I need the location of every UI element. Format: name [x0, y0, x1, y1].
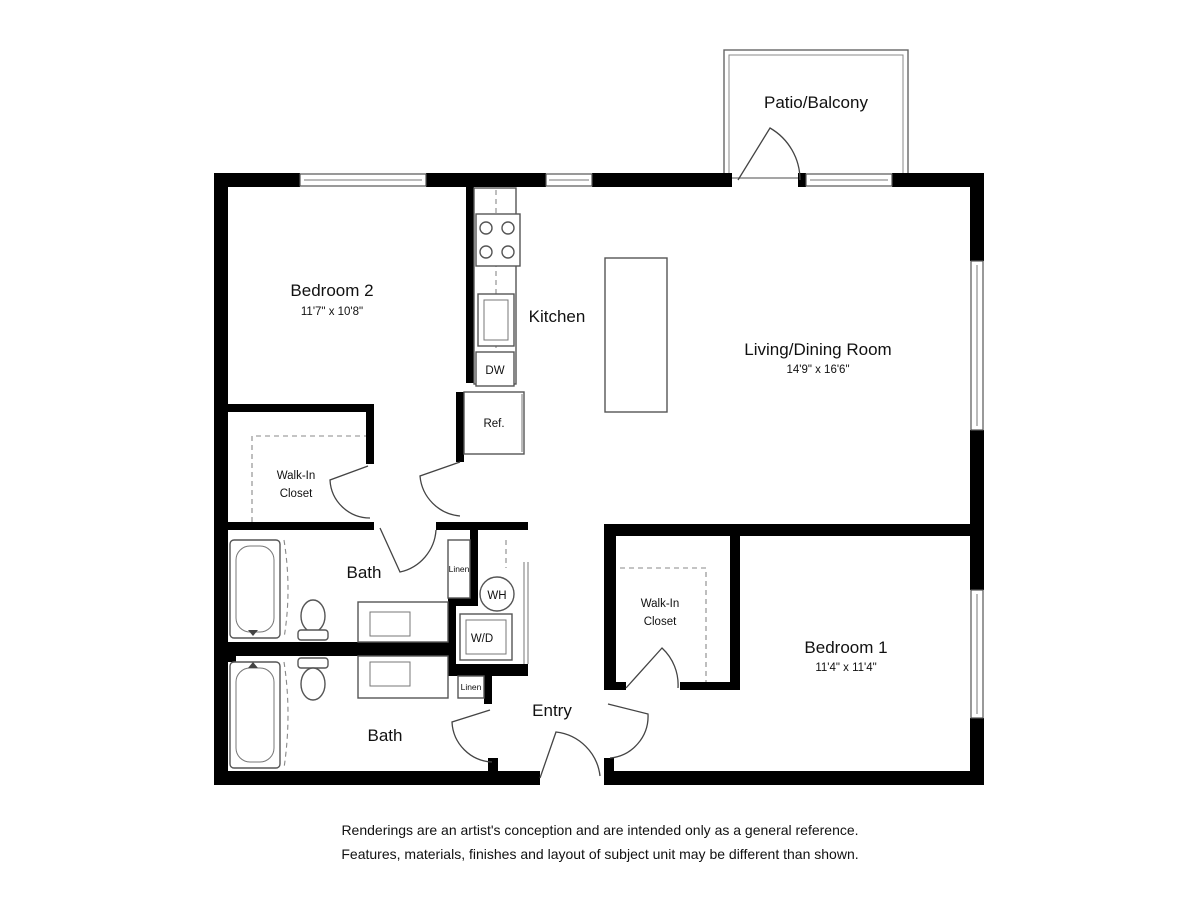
- disclaimer-line2: Features, materials, finishes and layout…: [341, 846, 859, 862]
- linen-lower-label: Linen: [461, 682, 482, 692]
- disclaimer: Renderings are an artist's conception an…: [0, 818, 1200, 866]
- vanity-lower-icon: [357, 655, 449, 699]
- bedroom2-label: Bedroom 2: [290, 281, 373, 300]
- exterior-walls: [214, 173, 984, 785]
- entry-label: Entry: [532, 701, 572, 720]
- linen-lower: [457, 675, 485, 699]
- toilet-upper-icon: [297, 599, 329, 641]
- closet2-label-line2: Closet: [280, 488, 313, 500]
- kitchen-counters: DW Ref. Kitchen: [463, 187, 668, 455]
- closet2-label-line1: Walk-In: [277, 470, 316, 482]
- room-labels: Bedroom 2 11'7" x 10'8" Living/Dining Ro…: [277, 281, 892, 745]
- kitchen-label: Kitchen: [529, 307, 586, 326]
- kitchen-sink-icon: [477, 293, 515, 347]
- doors: [329, 127, 801, 779]
- linen-upper-label: Linen: [449, 564, 470, 574]
- bathtub-upper-icon: [229, 539, 281, 639]
- living-label: Living/Dining Room: [744, 340, 891, 359]
- bath-fixtures: Linen Linen: [229, 539, 485, 769]
- bedroom1-label: Bedroom 1: [804, 638, 887, 657]
- washer-dryer-icon: [459, 613, 513, 661]
- bedroom2-dims: 11'7" x 10'8": [301, 306, 363, 318]
- closet-shelving: [251, 435, 707, 682]
- linen-upper: [447, 539, 471, 599]
- dishwasher-label: DW: [485, 365, 504, 377]
- water-heater-icon: [479, 576, 515, 612]
- bath-upper-label: Bath: [347, 563, 382, 582]
- windows: [299, 173, 984, 719]
- bathtub-lower-icon: [229, 661, 281, 769]
- living-dims: 14'9" x 16'6": [786, 364, 849, 376]
- laundry: WH W/D: [459, 540, 529, 664]
- toilet-lower-icon: [297, 657, 329, 701]
- dishwasher-icon: [475, 351, 515, 387]
- water-heater-label: WH: [487, 590, 506, 602]
- kitchen-island: [604, 257, 668, 413]
- bedroom1-dims: 11'4" x 11'4": [815, 662, 876, 674]
- interior-walls: [228, 187, 984, 778]
- refrigerator-icon: [463, 391, 525, 455]
- patio-balcony: Patio/Balcony: [723, 49, 909, 179]
- disclaimer-line1: Renderings are an artist's conception an…: [341, 822, 859, 838]
- bath-lower-label: Bath: [368, 726, 403, 745]
- patio-label: Patio/Balcony: [764, 93, 868, 112]
- stove-icon: [475, 213, 521, 267]
- vanity-upper-icon: [357, 601, 449, 643]
- refrigerator-label: Ref.: [483, 418, 504, 430]
- closet1-label-line1: Walk-In: [641, 598, 680, 610]
- closet1-label-line2: Closet: [644, 616, 677, 628]
- washer-dryer-label: W/D: [471, 633, 493, 645]
